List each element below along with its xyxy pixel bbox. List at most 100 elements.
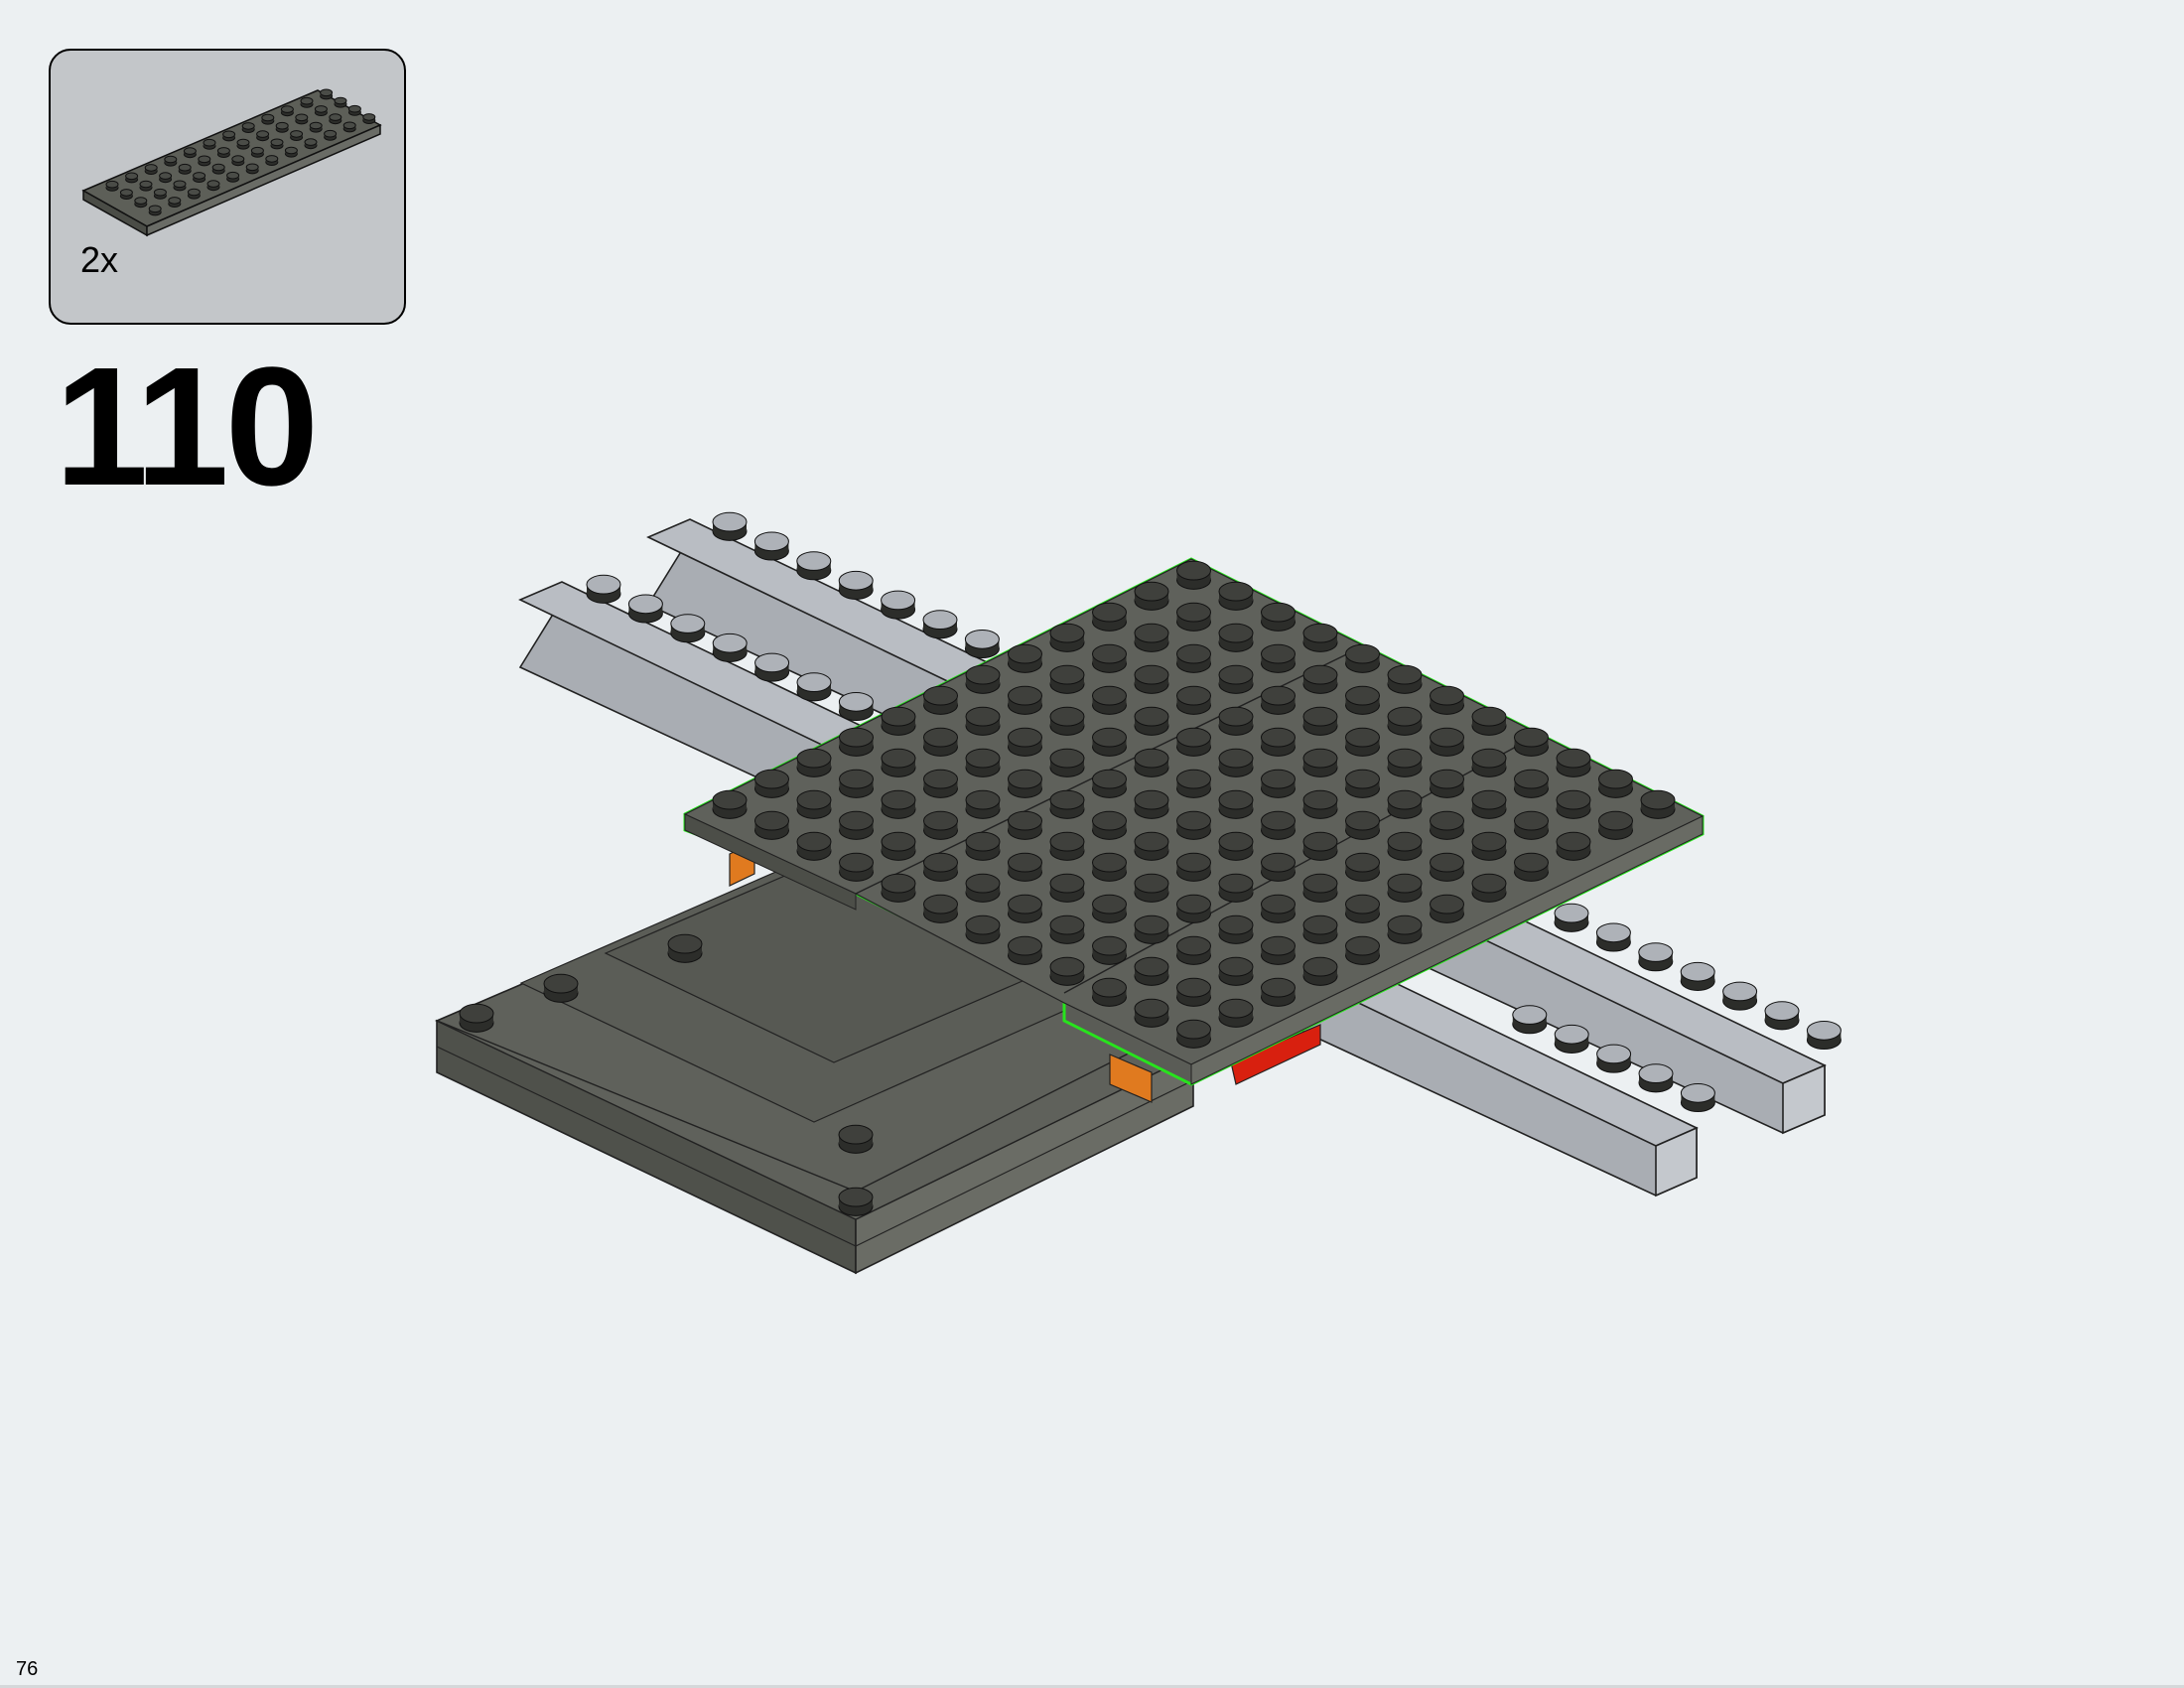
stud <box>1134 581 1169 611</box>
stud <box>206 180 220 192</box>
stud <box>1345 685 1380 715</box>
stud <box>119 189 133 200</box>
stud <box>270 138 284 150</box>
stud <box>193 172 206 183</box>
stud <box>1514 727 1549 757</box>
stud <box>1598 810 1633 840</box>
stud <box>1176 852 1211 882</box>
stud <box>1176 560 1211 590</box>
stud <box>1638 1063 1674 1093</box>
stud <box>1471 706 1507 736</box>
stud <box>1640 789 1676 819</box>
stud <box>965 706 1001 736</box>
stud <box>1049 873 1085 903</box>
stud <box>796 789 832 819</box>
stud <box>1218 623 1254 652</box>
stud <box>1176 935 1211 965</box>
stud <box>125 172 139 184</box>
stud <box>1134 748 1169 777</box>
stud <box>1556 789 1591 819</box>
stud <box>178 163 192 175</box>
stud <box>1008 769 1042 798</box>
stud <box>334 96 347 108</box>
stud <box>1302 956 1338 986</box>
stud <box>1471 789 1507 819</box>
stud <box>627 594 663 624</box>
stud <box>139 180 153 192</box>
stud <box>1764 1001 1800 1031</box>
stud <box>153 188 167 200</box>
stud <box>284 146 298 158</box>
stud <box>168 197 182 208</box>
stud <box>838 1187 874 1216</box>
stud <box>1430 769 1464 798</box>
stud <box>187 188 201 200</box>
stud <box>280 105 294 117</box>
stud <box>261 113 275 125</box>
stud <box>1049 914 1085 944</box>
stud <box>796 672 832 702</box>
stud <box>159 172 173 184</box>
stud <box>923 810 958 840</box>
stud <box>1092 894 1127 923</box>
stud <box>1218 748 1254 777</box>
stud <box>1049 706 1085 736</box>
stud <box>1049 623 1085 652</box>
stud <box>965 748 1001 777</box>
stud <box>309 121 323 133</box>
stud <box>1261 685 1296 715</box>
stud <box>1092 935 1127 965</box>
stud <box>203 138 216 150</box>
stud <box>838 570 874 600</box>
stud <box>231 155 245 167</box>
stud <box>1302 831 1338 861</box>
stud <box>1008 810 1042 840</box>
stud <box>1176 810 1211 840</box>
stud <box>236 138 250 150</box>
page-bottom-rule <box>0 1685 2184 1688</box>
stud <box>1430 852 1464 882</box>
stud <box>796 831 832 861</box>
stud <box>1302 706 1338 736</box>
stud <box>881 873 916 903</box>
stud <box>1218 664 1254 694</box>
stud <box>183 147 197 159</box>
stud <box>753 531 789 561</box>
stud <box>314 105 328 117</box>
stud <box>1134 914 1169 944</box>
stud <box>164 155 178 167</box>
stud <box>1345 894 1380 923</box>
stud <box>1176 977 1211 1007</box>
stud <box>1680 1083 1715 1113</box>
stud <box>1092 852 1127 882</box>
page-number: 76 <box>16 1658 39 1680</box>
stud <box>173 180 187 192</box>
stud <box>1554 1024 1589 1054</box>
stud <box>241 122 255 133</box>
stud <box>1680 961 1715 991</box>
stud <box>1218 914 1254 944</box>
stud <box>256 130 270 142</box>
stud <box>1302 748 1338 777</box>
stud <box>1512 1005 1548 1035</box>
stud <box>1008 852 1042 882</box>
stud <box>1176 643 1211 673</box>
stud <box>1387 748 1423 777</box>
stud <box>1008 935 1042 965</box>
stud <box>1261 894 1296 923</box>
stud <box>226 171 240 183</box>
stud <box>1345 643 1380 673</box>
stud <box>923 894 958 923</box>
stud <box>1092 810 1127 840</box>
stud <box>1598 769 1633 798</box>
stud <box>1302 623 1338 652</box>
stud <box>923 727 958 757</box>
stud <box>881 590 916 620</box>
stud <box>198 155 211 167</box>
stud <box>1471 831 1507 861</box>
stud <box>839 727 874 757</box>
stud <box>1134 789 1169 819</box>
stud <box>1430 727 1464 757</box>
stud <box>362 113 376 124</box>
stud <box>1387 789 1423 819</box>
